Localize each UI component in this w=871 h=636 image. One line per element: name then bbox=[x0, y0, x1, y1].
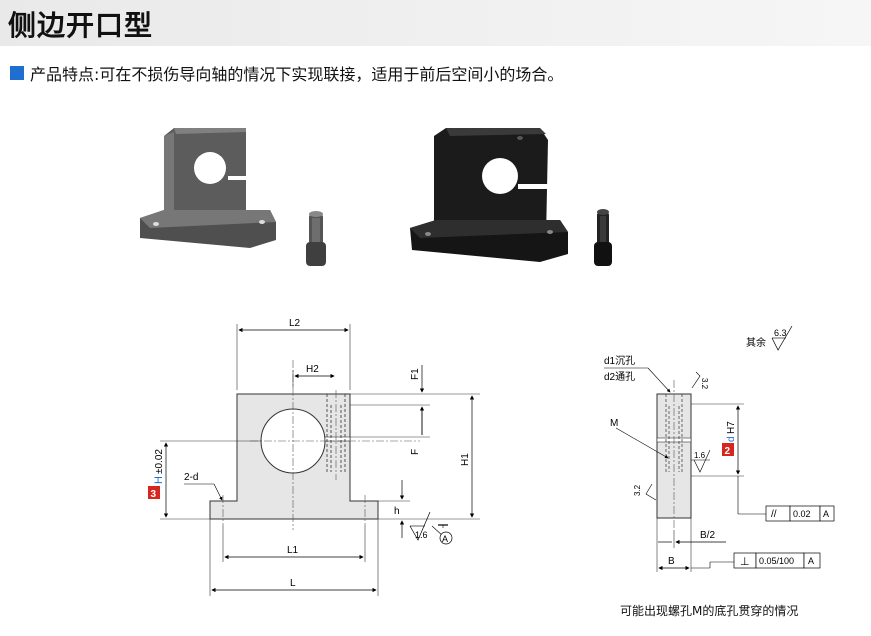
dim-F1-label: F1 bbox=[410, 368, 421, 380]
parallelism-frame: // 0.02 A bbox=[765, 505, 835, 522]
bullet-square-icon bbox=[10, 66, 24, 80]
grey-screw-photo bbox=[306, 211, 326, 266]
rough-mid-value: 1.6 bbox=[694, 451, 706, 460]
M-label: M bbox=[610, 418, 618, 429]
tag-fit: H7 bbox=[726, 421, 737, 434]
rough-left-value: 3.2 bbox=[633, 484, 642, 496]
dim-B2-label: B/2 bbox=[700, 530, 715, 541]
rest-label: 其余 bbox=[746, 336, 766, 349]
page-title: 侧边开口型 bbox=[8, 9, 154, 42]
par-val: 0.02 bbox=[793, 509, 811, 519]
perp-sym: ⊥ bbox=[740, 556, 750, 568]
front-view-drawing: L2 H2 F1 F H1 3 H ±0.02 2-d h L1 L 1.6 A bbox=[148, 318, 480, 596]
tag-d: d bbox=[726, 436, 737, 442]
roughness-symbol bbox=[409, 511, 431, 541]
feature-text: 可在不损伤导向轴的情况下实现联接，适用于前后空间小的场合。 bbox=[99, 65, 564, 84]
perp-ref: A bbox=[808, 556, 814, 566]
rest-rough-value: 6.3 bbox=[774, 328, 787, 338]
dim-H1-label: H1 bbox=[460, 453, 471, 466]
feature-line: 产品特点: 可在不损伤导向轴的情况下实现联接，适用于前后空间小的场合。 bbox=[10, 61, 563, 85]
dim-L-label: L bbox=[290, 578, 296, 589]
tol-H: H bbox=[153, 476, 165, 484]
datum-label: A bbox=[442, 534, 448, 544]
bottom-caption: 可能出现螺孔M的底孔贯穿的情况 bbox=[620, 604, 799, 618]
d2-label: d2通孔 bbox=[604, 371, 635, 383]
tolerance-tag-badge bbox=[148, 486, 160, 499]
side-view-drawing: 其余 6.3 d1沉孔 d2通孔 M 3.2 1.6 3.2 2 d H7 //… bbox=[604, 325, 835, 572]
rest-roughness-symbol bbox=[771, 325, 793, 351]
perpendicularity-frame: ⊥ 0.05/100 A bbox=[733, 552, 821, 569]
black-screw-photo bbox=[594, 209, 612, 266]
rough-top-value: 3.2 bbox=[700, 378, 709, 390]
black-shaft-support-photo bbox=[410, 128, 568, 262]
fit-tag-badge bbox=[722, 443, 734, 456]
d1-label: d1沉孔 bbox=[604, 354, 635, 367]
tol-num: 3 bbox=[151, 489, 157, 500]
product-photos bbox=[140, 128, 612, 266]
dim-L1-label: L1 bbox=[287, 545, 299, 556]
datum-circle bbox=[439, 531, 453, 545]
grey-shaft-support-photo bbox=[140, 128, 276, 248]
dim-h-label: h bbox=[394, 506, 400, 517]
par-sym: // bbox=[771, 509, 777, 520]
feature-label: 产品特点: bbox=[30, 65, 100, 84]
hole-count-label: 2-d bbox=[184, 472, 198, 483]
rough-value: 1.6 bbox=[415, 530, 428, 540]
par-ref: A bbox=[823, 509, 829, 519]
title-bar bbox=[0, 0, 871, 46]
dim-B-label: B bbox=[668, 556, 675, 567]
dim-F-label: F bbox=[410, 449, 421, 455]
tol-val: ±0.02 bbox=[154, 449, 165, 474]
tag-num: 2 bbox=[725, 446, 731, 457]
dim-L2-label: L2 bbox=[289, 318, 301, 329]
perp-val: 0.05/100 bbox=[759, 556, 794, 566]
dim-H2-label: H2 bbox=[306, 364, 319, 375]
